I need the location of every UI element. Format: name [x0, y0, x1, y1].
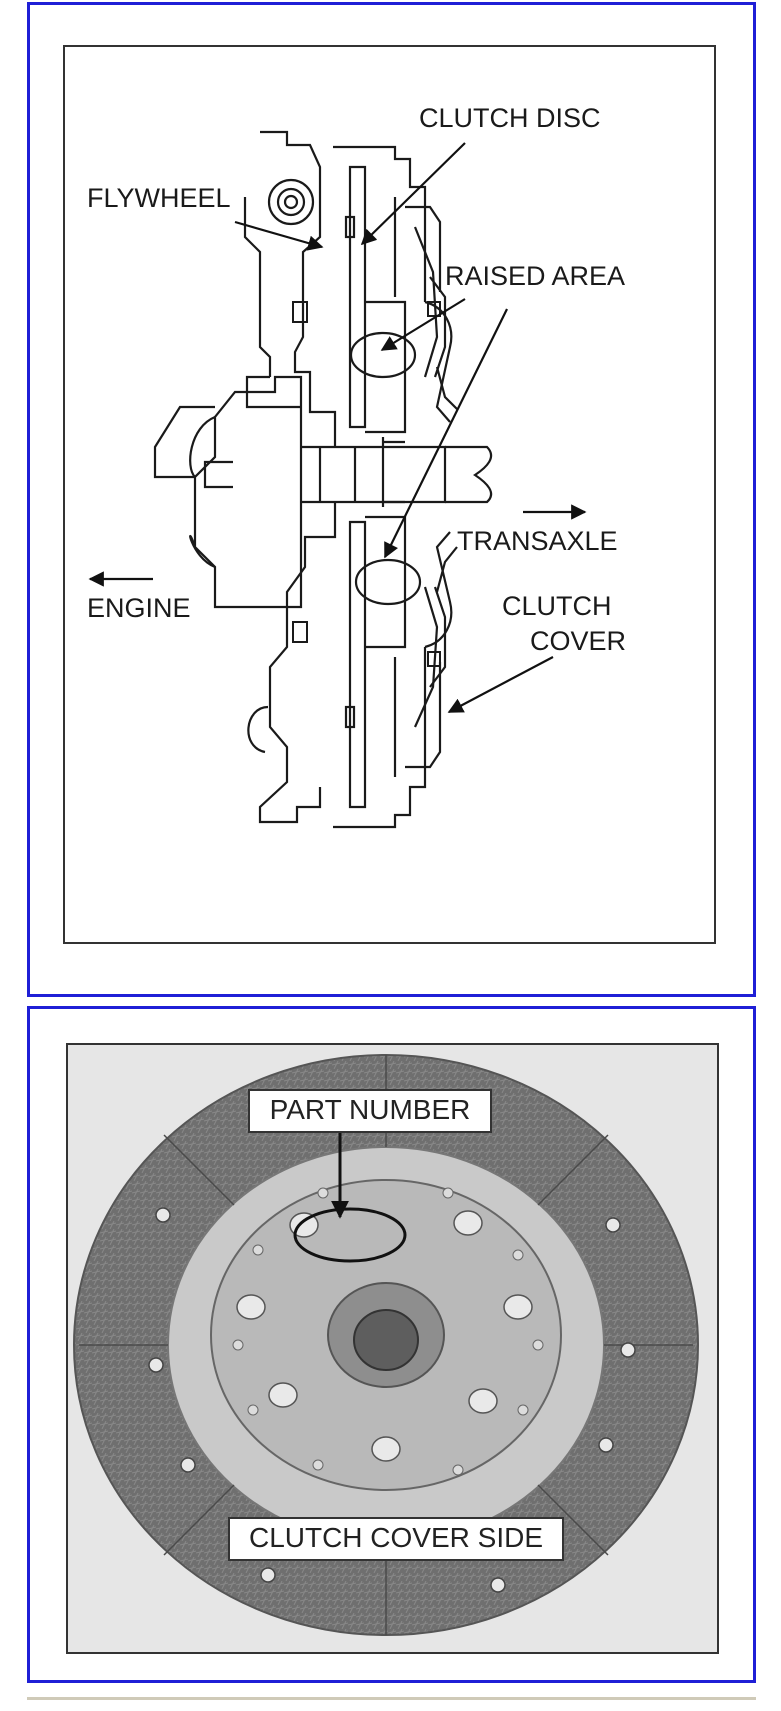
arrow-raised-area-lower [384, 308, 508, 559]
label-clutch-disc: CLUTCH DISC [419, 103, 601, 133]
cover-rivets [292, 301, 441, 667]
bottom-divider [27, 1697, 756, 1700]
label-clutch-cover-line1: CLUTCH [502, 591, 612, 621]
clutch-disc-photo-illustration [73, 1054, 699, 1636]
part-number-highlight-oval [293, 1207, 407, 1263]
arrow-flywheel [234, 220, 324, 251]
label-engine: ENGINE [87, 593, 191, 623]
raised-area-ovals [349, 331, 422, 606]
flywheel-bolt [267, 178, 315, 226]
arrow-clutch-cover [447, 656, 554, 713]
hub-plate [210, 1179, 562, 1491]
label-part-number: PART NUMBER [248, 1089, 492, 1133]
clutch-disc-photo-panel: PART NUMBER CLUTCH COVER SIDE [27, 1006, 756, 1683]
diaphragm-spring [413, 226, 458, 728]
flywheel-outline [243, 130, 337, 824]
input-shaft [301, 445, 493, 504]
engine-crank-housing [153, 375, 303, 609]
leader-arrows [88, 142, 587, 713]
cross-section-frame: CLUTCH DISC FLYWHEEL RAISED AREA TRANSAX… [63, 45, 716, 944]
cross-section-panel: CLUTCH DISC FLYWHEEL RAISED AREA TRANSAX… [27, 2, 756, 997]
pressure-plate-and-cover [333, 145, 453, 829]
label-clutch-cover-side: CLUTCH COVER SIDE [228, 1517, 564, 1561]
clutch-cross-section-drawing: CLUTCH DISC FLYWHEEL RAISED AREA TRANSAX… [87, 103, 626, 829]
clutch-disc-section [344, 165, 407, 809]
label-raised-area: RAISED AREA [445, 261, 625, 291]
label-flywheel: FLYWHEEL [87, 183, 231, 213]
label-transaxle: TRANSAXLE [457, 526, 618, 556]
label-clutch-cover-line2: COVER [530, 626, 626, 656]
arrow-raised-area-upper [380, 298, 466, 351]
clutch-disc-photo-frame: PART NUMBER CLUTCH COVER SIDE [66, 1043, 719, 1654]
arrow-clutch-disc [360, 142, 466, 246]
